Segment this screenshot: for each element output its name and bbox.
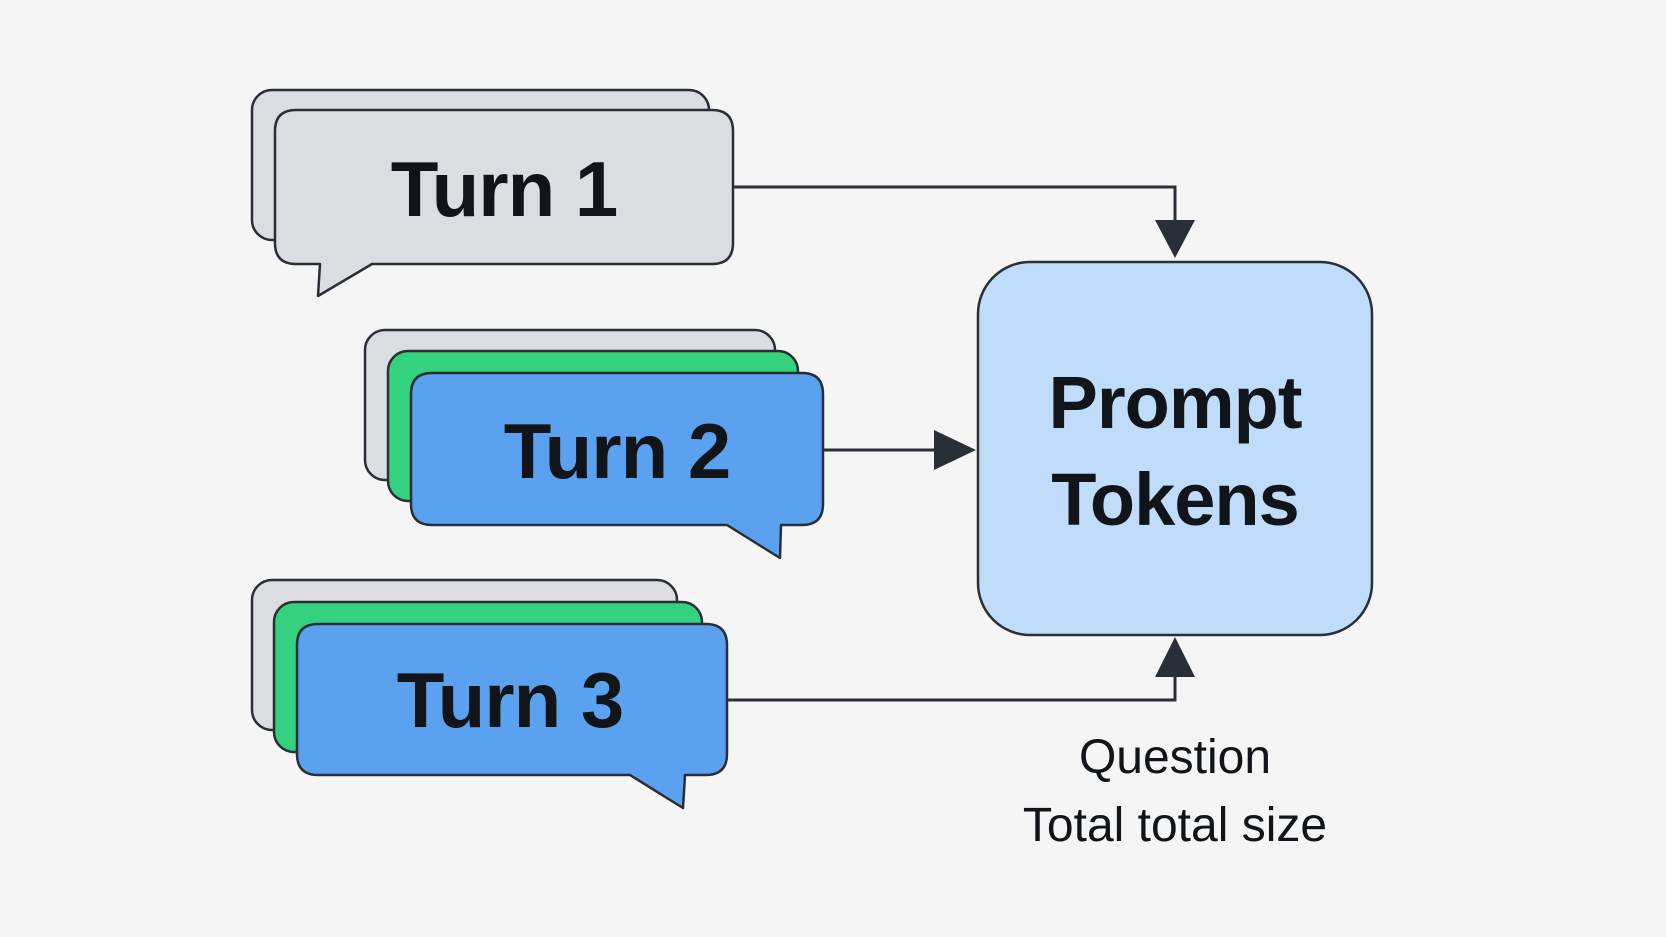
turn-2-bubble-group: Turn 2 xyxy=(363,328,825,560)
turn-3-connector-line xyxy=(727,675,1177,702)
turn-1-front-bubble xyxy=(273,108,735,298)
prompt-tokens-label-line2: Tokens xyxy=(1051,458,1299,541)
turn-1-connector-line xyxy=(733,185,1177,222)
caption-question: Question xyxy=(1079,731,1271,784)
prompt-tokens-label-line1: Prompt xyxy=(1049,361,1302,444)
prompt-tokens-box xyxy=(976,260,1374,637)
caption-total-size: Total total size xyxy=(1023,799,1327,852)
turn-3-bubble-group: Turn 3 xyxy=(250,578,729,810)
turn-1-arrowhead xyxy=(1155,220,1195,258)
turn-2-label: Turn 2 xyxy=(504,407,731,495)
turn-3-front-bubble xyxy=(295,622,729,810)
prompt-tokens-box-group: Prompt Tokens xyxy=(976,260,1374,637)
turn-1-label: Turn 1 xyxy=(391,145,618,233)
turn-2-front-bubble xyxy=(409,371,825,560)
turn-1-bubble-group: Turn 1 xyxy=(250,88,735,298)
turn-2-arrowhead xyxy=(934,430,976,470)
turn-3-arrowhead xyxy=(1155,637,1195,677)
turn-3-label: Turn 3 xyxy=(397,656,624,744)
